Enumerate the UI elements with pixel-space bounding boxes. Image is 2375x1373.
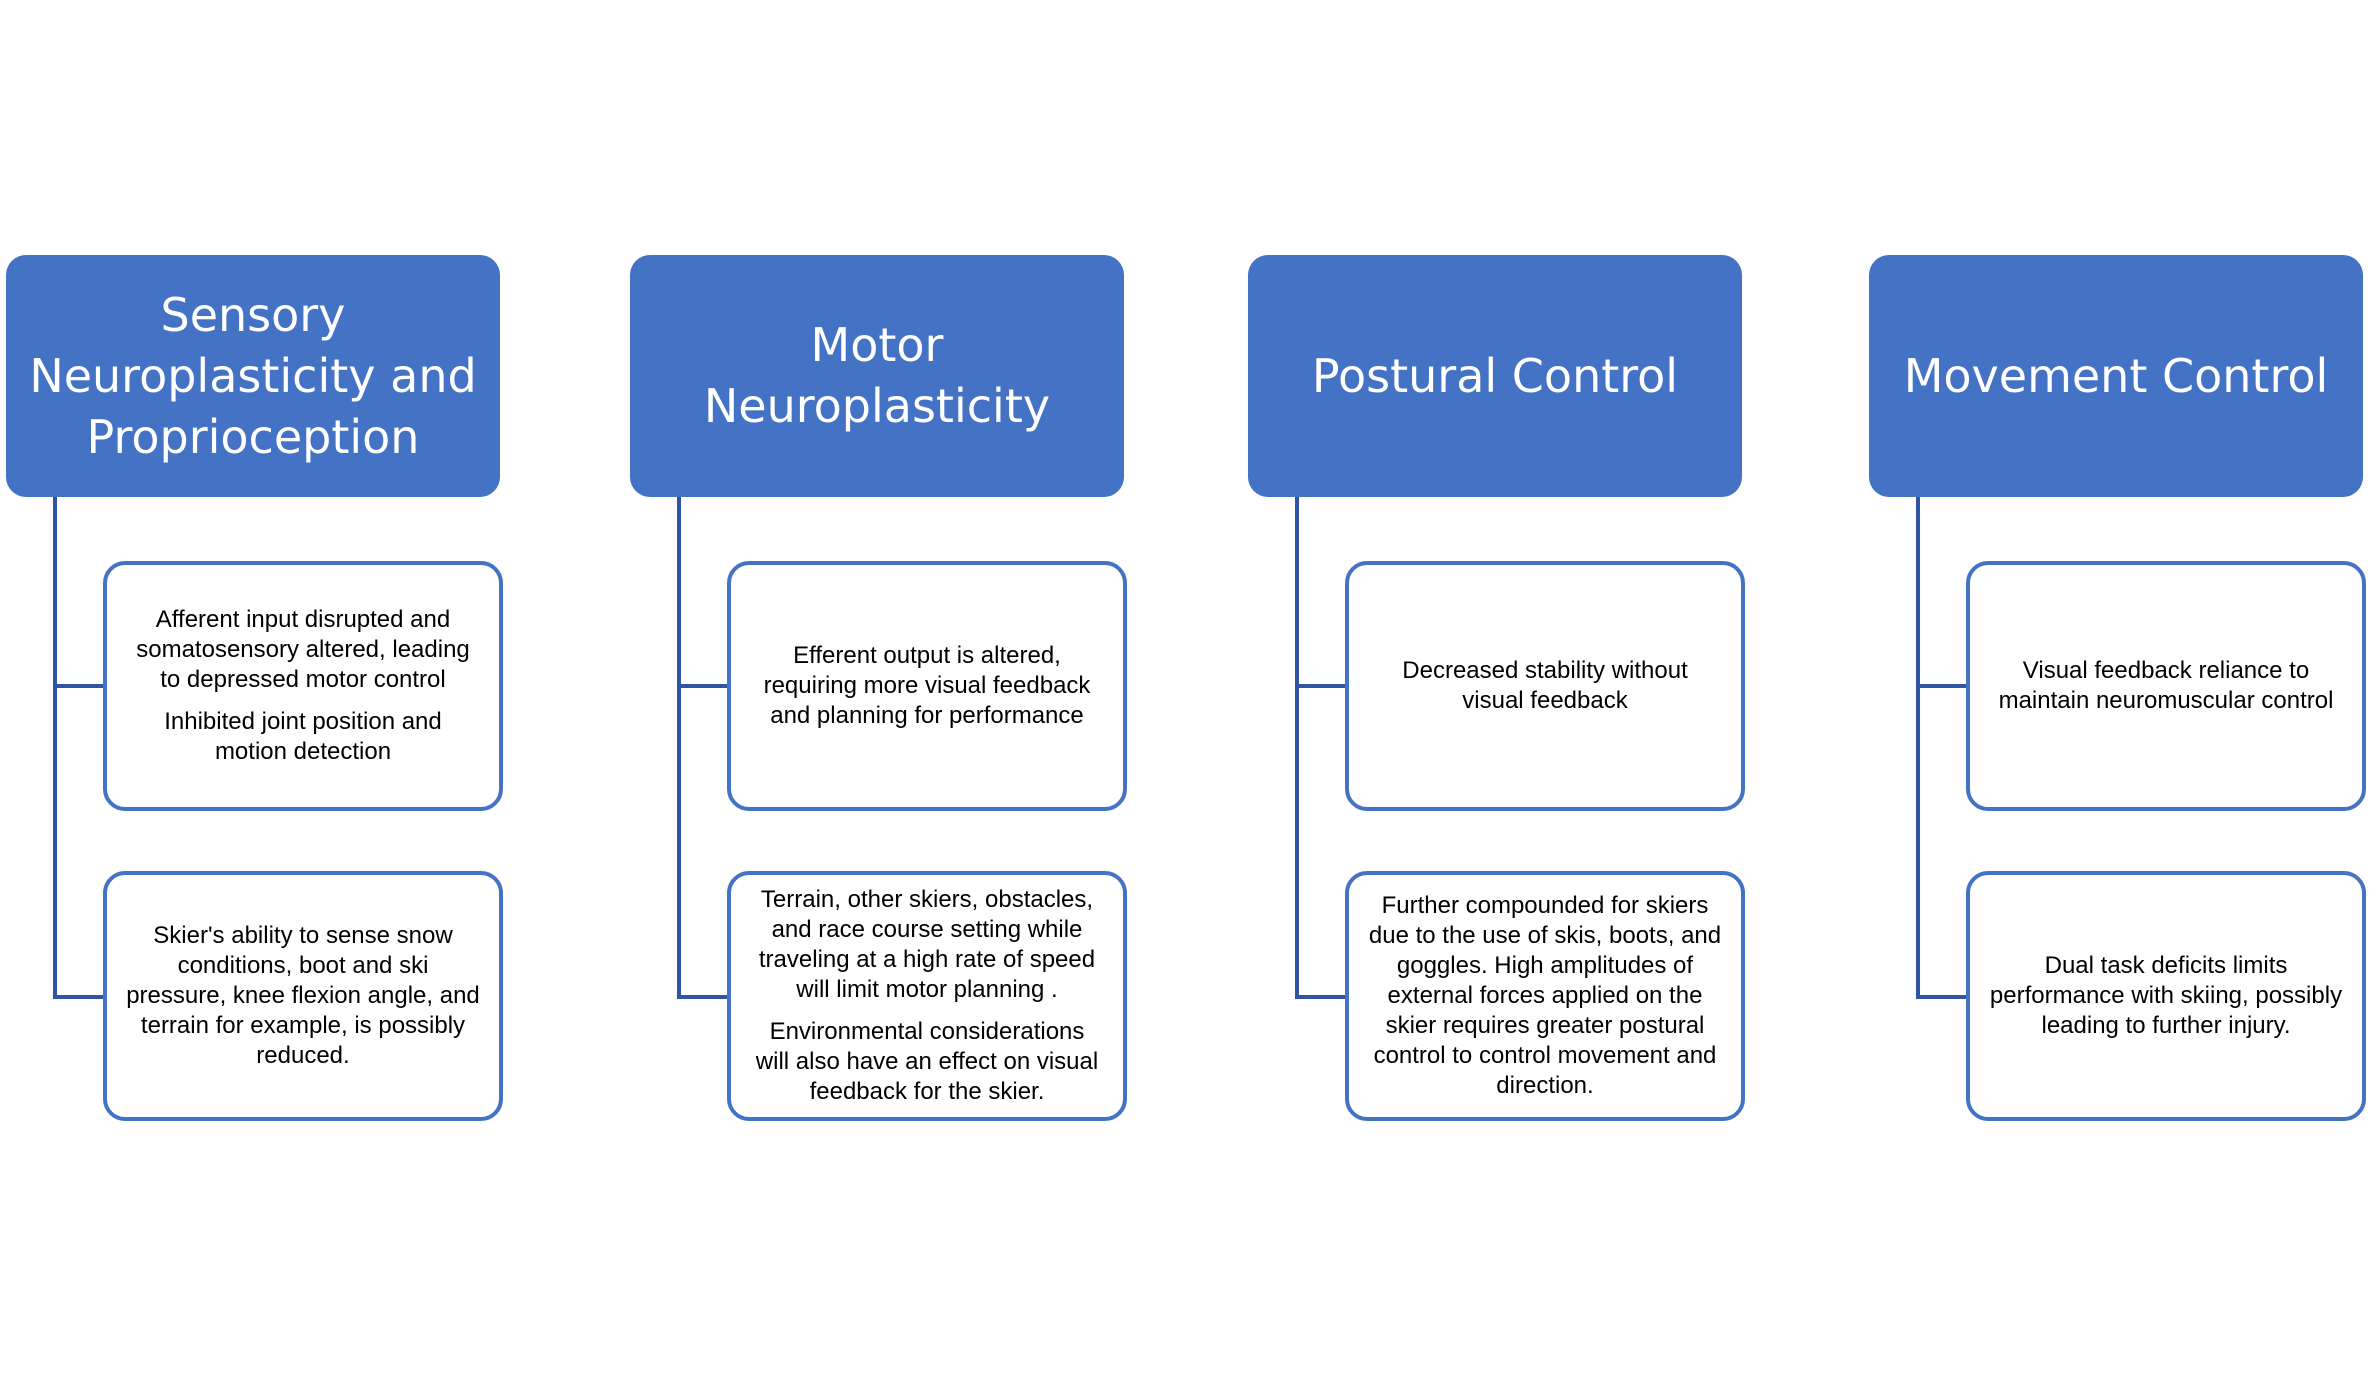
card-text: Terrain, other skiers, obstacles, and ra… xyxy=(758,886,1096,1003)
connector-horizontal xyxy=(677,684,729,688)
card-text: Dual task deficits limits performance wi… xyxy=(1989,952,2343,1039)
column-postural-control: Postural Control Decreased stability wit… xyxy=(1248,0,1748,1373)
card-text: Skier's ability to sense snow conditions… xyxy=(126,922,480,1069)
connector-horizontal xyxy=(1295,995,1347,999)
card-text: Decreased stability without visual feedb… xyxy=(1402,657,1688,714)
detail-card: Further compounded for skiers due to the… xyxy=(1345,871,1745,1121)
card-text: Efferent output is altered, requiring mo… xyxy=(763,642,1091,729)
card-text: Inhibited joint position and motion dete… xyxy=(164,708,442,765)
connector-horizontal xyxy=(1916,995,1968,999)
card-text: Visual feedback reliance to maintain neu… xyxy=(1998,657,2334,714)
card-text: Environmental considerations will also h… xyxy=(755,1018,1099,1105)
connector-horizontal xyxy=(53,684,105,688)
detail-card: Skier's ability to sense snow conditions… xyxy=(103,871,503,1121)
column-motor-neuroplasticity: Motor Neuroplasticity Efferent output is… xyxy=(630,0,1130,1373)
connector-vertical xyxy=(1916,497,1920,999)
connector-horizontal xyxy=(677,995,729,999)
detail-card: Decreased stability without visual feedb… xyxy=(1345,561,1745,811)
header-title: Postural Control xyxy=(1311,348,1679,403)
detail-card: Visual feedback reliance to maintain neu… xyxy=(1966,561,2366,811)
column-sensory-neuroplasticity: Sensory Neuroplasticity and Propriocepti… xyxy=(6,0,506,1373)
card-text: Afferent input disrupted and somatosenso… xyxy=(136,606,470,693)
connector-vertical xyxy=(53,497,57,999)
connector-vertical xyxy=(677,497,681,999)
detail-card: Efferent output is altered, requiring mo… xyxy=(727,561,1127,811)
detail-card: Dual task deficits limits performance wi… xyxy=(1966,871,2366,1121)
header-box: Motor Neuroplasticity xyxy=(630,255,1124,497)
header-box: Movement Control xyxy=(1869,255,2363,497)
header-box: Sensory Neuroplasticity and Propriocepti… xyxy=(6,255,500,497)
header-title: Motor Neuroplasticity xyxy=(703,318,1051,433)
detail-card: Afferent input disrupted and somatosenso… xyxy=(103,561,503,811)
header-box: Postural Control xyxy=(1248,255,1742,497)
detail-card: Terrain, other skiers, obstacles, and ra… xyxy=(727,871,1127,1121)
connector-horizontal xyxy=(53,995,105,999)
header-title: Movement Control xyxy=(1903,348,2329,403)
connector-vertical xyxy=(1295,497,1299,999)
card-text: Further compounded for skiers due to the… xyxy=(1368,892,1722,1099)
connector-horizontal xyxy=(1295,684,1347,688)
connector-horizontal xyxy=(1916,684,1968,688)
column-movement-control: Movement Control Visual feedback relianc… xyxy=(1869,0,2369,1373)
header-title: Sensory Neuroplasticity and Propriocepti… xyxy=(29,287,477,464)
